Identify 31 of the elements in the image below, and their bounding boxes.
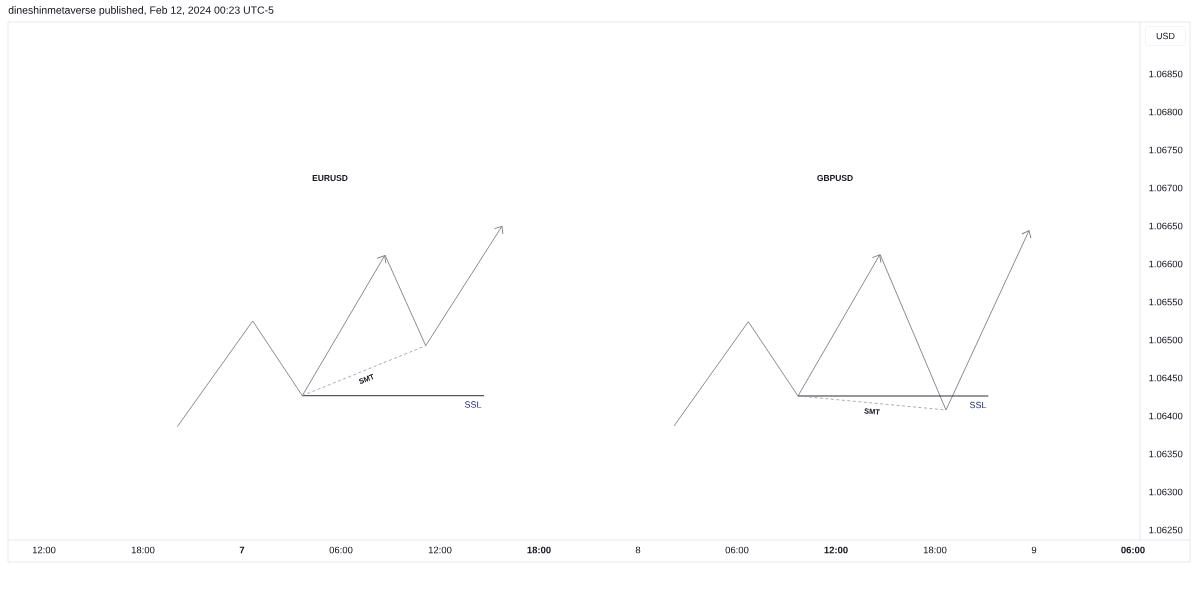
time-axis-label: 06:00 (329, 546, 353, 554)
price-axis-label: 1.06650 (1149, 222, 1183, 230)
time-axis-label: 9 (1031, 546, 1037, 554)
price-axis-label: 1.06300 (1149, 488, 1183, 496)
time-axis-label: 06:00 (1121, 546, 1145, 554)
price-axis-label: 1.06250 (1149, 526, 1183, 534)
time-axis-label: 8 (635, 546, 641, 554)
time-axis-label: 12:00 (428, 546, 452, 554)
time-axis-label: 12:00 (824, 546, 848, 554)
price-axis-label: 1.06700 (1149, 184, 1183, 192)
price-axis-label: 1.06750 (1149, 146, 1183, 154)
price-axis-label: 1.06400 (1149, 412, 1183, 420)
time-axis-label: 18:00 (923, 546, 947, 554)
price-axis-label: 1.06600 (1149, 260, 1183, 268)
price-axis-label: 1.06800 (1149, 108, 1183, 116)
byline-text: dineshinmetaverse published, Feb 12, 2024 00:23 UTC-5 (8, 6, 274, 16)
pair-label: EURUSD (312, 175, 348, 181)
time-axis-label: 18:00 (527, 546, 551, 554)
pair-label: GBPUSD (817, 175, 853, 181)
price-axis-label: 1.06550 (1149, 298, 1183, 306)
time-axis-label: 06:00 (725, 546, 749, 554)
price-axis-label: 1.06450 (1149, 374, 1183, 382)
level-label: SSL (969, 401, 987, 409)
currency-button: USD (1145, 26, 1186, 46)
level-label: SSL (464, 401, 482, 408)
price-axis-label: 1.06500 (1149, 336, 1183, 344)
price-axis-label: 1.06850 (1149, 70, 1183, 78)
time-axis-label: 12:00 (32, 546, 56, 554)
time-axis-label: 18:00 (131, 546, 155, 554)
time-axis-label: 7 (239, 546, 245, 554)
price-axis-label: 1.06350 (1149, 450, 1183, 458)
